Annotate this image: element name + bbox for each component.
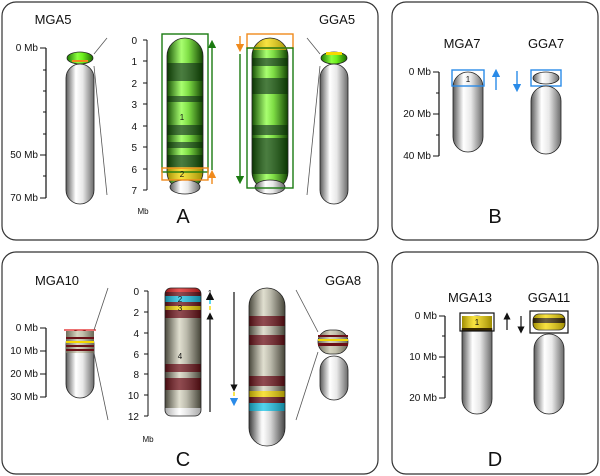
panel-d-block-label: 1 (475, 318, 480, 327)
panel-c-scale-20: 20 Mb (10, 369, 38, 380)
panel-a-tick-6: 6 (131, 165, 137, 176)
panel-b-scale-40: 40 Mb (403, 151, 431, 162)
panel-a-zoom-left: 1 2 (161, 33, 209, 195)
panel-c-right-chromosome (317, 329, 349, 401)
panel-d-frame (391, 251, 599, 475)
panel-c-tick-6: 6 (133, 350, 139, 361)
panel-b-block-label: 1 (466, 75, 471, 84)
panel-a-left-chromosome (65, 51, 95, 205)
panel-b-right-name: GGA7 (528, 36, 564, 51)
panel-a-block-1-label: 1 (180, 113, 185, 122)
panel-b-letter: B (488, 206, 501, 228)
panel-d-right-block-box (529, 310, 569, 334)
panel-b-left-chromosome: 1 (451, 69, 485, 153)
panel-c-block-2-label: 2 (178, 295, 183, 304)
panel-a-axis-unit: Mb (137, 207, 149, 216)
panel-a-zoom-right (246, 33, 294, 195)
panel-d-left-block-box (459, 312, 495, 332)
panel-c-zoom-right (248, 287, 286, 447)
panel-a-scale-50: 50 Mb (10, 150, 38, 161)
panel-c-left-chromosome (64, 329, 96, 399)
panel-a-right-chromosome (319, 51, 349, 205)
panel-b-frame (391, 1, 599, 241)
panel-d-left-name: MGA13 (448, 290, 492, 305)
panel-b-scale-20: 20 Mb (403, 109, 431, 120)
panel-b-scale-bar: 0 Mb 20 Mb 40 Mb (403, 67, 440, 162)
panel-a-tick-1: 1 (131, 57, 137, 68)
panel-d-scale-0: 0 Mb (415, 311, 438, 322)
panel-a-tick-2: 2 (131, 79, 137, 90)
panel-c-scale-30: 30 Mb (10, 392, 38, 403)
panel-a-right-name: GGA5 (319, 12, 355, 27)
panel-a-connectors (93, 37, 321, 196)
panel-a-block-1-box (161, 33, 209, 173)
panel-a-tick-5: 5 (131, 143, 137, 154)
panel-a-right-block-1-box (246, 47, 294, 189)
panel-a-scale-70: 70 Mb (10, 193, 38, 204)
panel-d-right-chromosome (529, 310, 569, 415)
panel-b-left-block-box (451, 69, 485, 87)
panel-c-arrows-left: 1 (205, 289, 215, 412)
panel-a-scale-0: 0 Mb (16, 43, 39, 54)
panel-c-block-1-label: 1 (208, 289, 213, 298)
panel-a-tick-7: 7 (131, 186, 137, 197)
panel-c-scale-0: 0 Mb (16, 323, 39, 334)
panel-a-zoom-axis: 0 1 2 3 4 5 6 7 Mb (131, 36, 149, 216)
panel-c-block-3-label: 3 (178, 304, 183, 313)
panel-c-tick-8: 8 (133, 370, 139, 381)
panel-d-scale-10: 10 Mb (409, 352, 437, 363)
panel-b-scale-0: 0 Mb (409, 67, 432, 78)
panel-c-scale-10: 10 Mb (10, 346, 38, 357)
panel-d: MGA13 GGA11 0 Mb 10 Mb 20 Mb 1 (391, 251, 599, 475)
panel-d-letter: D (488, 449, 502, 471)
panel-c: MGA10 GGA8 0 Mb 10 Mb 20 Mb 30 Mb (1, 251, 379, 475)
panel-a-tick-3: 3 (131, 100, 137, 111)
panel-b-left-name: MGA7 (444, 36, 481, 51)
panel-c-right-name: GGA8 (325, 273, 361, 288)
panel-c-zoom-axis: 0 2 4 6 8 10 12 Mb (128, 287, 154, 444)
panel-c-left-name: MGA10 (35, 273, 79, 288)
panel-d-right-name: GGA11 (528, 290, 570, 305)
panel-b-right-chromosome (530, 69, 562, 155)
panel-c-tick-10: 10 (128, 391, 140, 402)
panel-c-scale-bar: 0 Mb 10 Mb 20 Mb 30 Mb (10, 323, 47, 403)
panel-c-letter: C (176, 449, 190, 471)
panel-c-zoom-left: 2 3 4 (164, 287, 202, 417)
panel-c-tick-2: 2 (133, 308, 139, 319)
panel-a: MGA5 GGA5 0 Mb 50 Mb 70 Mb (1, 1, 379, 241)
panel-c-block-4-label: 4 (178, 352, 183, 361)
panel-c-axis-unit: Mb (142, 435, 154, 444)
panel-a-block-2-label: 2 (180, 170, 185, 179)
panel-c-tick-4: 4 (133, 329, 139, 340)
panel-d-scale-20: 20 Mb (409, 393, 437, 404)
panel-a-scale-bar: 0 Mb 50 Mb 70 Mb (10, 43, 47, 204)
panel-c-connectors (93, 287, 319, 421)
panel-b: MGA7 GGA7 0 Mb 20 Mb 40 Mb 1 B (391, 1, 599, 241)
panel-d-scale-bar: 0 Mb 10 Mb 20 Mb (409, 311, 446, 404)
panel-c-tick-12: 12 (128, 412, 140, 423)
panel-a-left-name: MGA5 (35, 12, 72, 27)
panel-c-tick-0: 0 (133, 287, 139, 298)
panel-a-tick-0: 0 (131, 36, 137, 47)
panel-a-letter: A (176, 206, 190, 228)
panel-d-left-chromosome: 1 (459, 312, 495, 415)
panel-a-tick-4: 4 (131, 122, 137, 133)
